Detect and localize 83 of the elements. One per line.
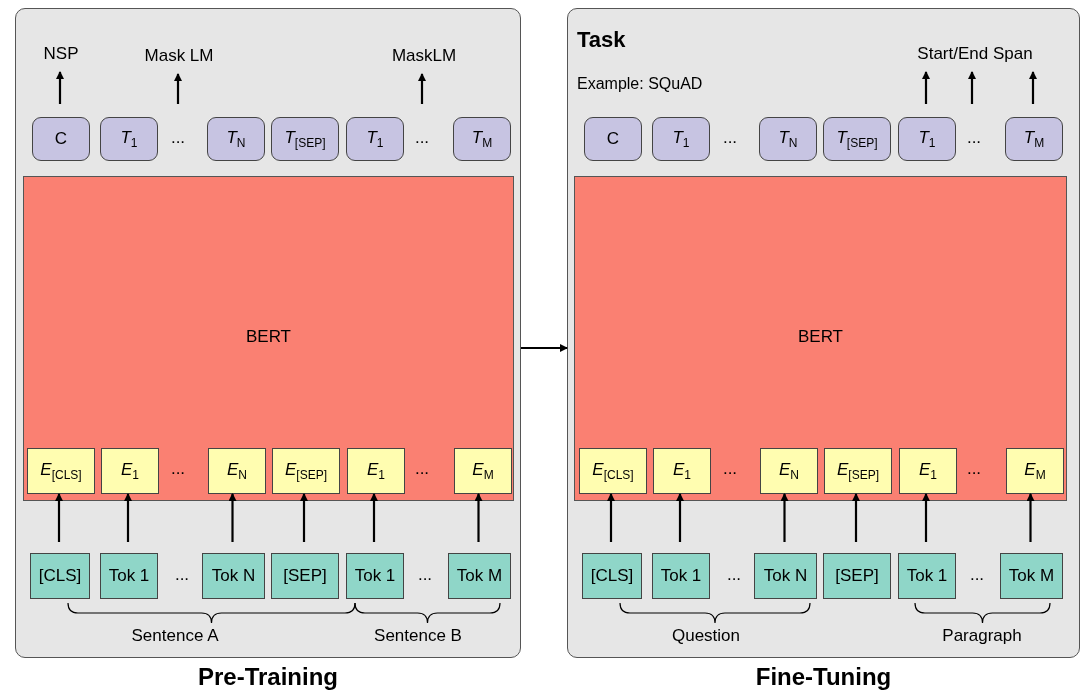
segment-label: Sentence A [131,626,219,646]
output-token: T$_{1}$ [346,117,404,161]
model-name: BERT [798,326,843,347]
input-token: Tok N [202,553,265,599]
ellipsis: ... [170,459,186,479]
model-name: BERT [246,326,291,347]
output-token: T$_{1}$ [652,117,710,161]
output-label: NSP [37,41,85,67]
arrow [607,493,615,542]
output-token: T$_{[SEP]}$ [823,117,891,161]
input-token: [SEP] [823,553,891,599]
example-note: Example: SQuAD [577,75,703,93]
arrow [55,493,63,542]
input-token: Tok M [1000,553,1063,599]
arrow [228,493,237,542]
output-token: C [32,117,90,161]
section-heading: Task [577,27,626,53]
output-token: T$_{1}$ [898,117,956,161]
embedding-token: E$_{M}$ [454,448,512,494]
output-token: T$_{M}$ [1005,117,1063,161]
arrow [370,493,378,542]
ellipsis: ... [722,459,738,479]
arrow [968,71,976,104]
segment-label: Question [672,626,740,646]
input-token: Tok M [448,553,511,599]
output-token: C [584,117,642,161]
embedding-token: E$_{1}$ [899,448,957,494]
ellipsis: ... [414,459,430,479]
output-token: T$_{[SEP]}$ [271,117,339,161]
ellipsis: ... [722,128,738,148]
arrow [124,493,132,542]
panel-title: Pre-Training [197,663,339,691]
ellipsis: ... [969,565,985,585]
arrow [780,493,789,542]
arrow [1029,71,1037,104]
input-token: Tok 1 [100,553,158,599]
arrow [676,493,684,542]
panel-title: Fine-Tuning [754,663,893,691]
arrow [852,493,860,542]
ellipsis: ... [170,128,186,148]
embedding-token: E$_{1}$ [101,448,159,494]
input-token: [CLS] [30,553,90,599]
ellipsis: ... [417,565,433,585]
ellipsis: ... [414,128,430,148]
input-token: [SEP] [271,553,339,599]
embedding-token: E$_{N}$ [208,448,266,494]
embedding-token: E$_{1}$ [347,448,405,494]
model-block [23,176,514,501]
embedding-token: E$_{N}$ [760,448,818,494]
arrow [922,71,930,104]
output-token: T$_{M}$ [453,117,511,161]
embedding-token: E$_{1}$ [653,448,711,494]
output-token: T$_{N}$ [759,117,817,161]
arrow [1026,493,1035,542]
input-token: [CLS] [582,553,642,599]
output-token: T$_{N}$ [207,117,265,161]
model-block [574,176,1067,501]
embedding-token: E$_{[CLS]}$ [579,448,647,494]
output-label: Start/End Span [906,41,1044,67]
embedding-token: E$_{[SEP]}$ [272,448,340,494]
arrow [474,493,483,542]
output-label: MaskLM [383,43,465,69]
input-token: Tok 1 [898,553,956,599]
ellipsis: ... [174,565,190,585]
embedding-token: E$_{[SEP]}$ [824,448,892,494]
output-token: T$_{1}$ [100,117,158,161]
arrow [174,73,182,104]
input-token: Tok 1 [652,553,710,599]
embedding-token: E$_{[CLS]}$ [27,448,95,494]
arrow [521,344,568,352]
input-token: Tok N [754,553,817,599]
arrow [922,493,930,542]
ellipsis: ... [966,128,982,148]
segment-label: Sentence B [374,626,462,646]
ellipsis: ... [726,565,742,585]
segment-label: Paragraph [942,626,1022,646]
output-label: Mask LM [133,43,225,69]
input-token: Tok 1 [346,553,404,599]
embedding-token: E$_{M}$ [1006,448,1064,494]
arrow [56,71,64,104]
arrow [300,493,308,542]
arrow [418,73,426,104]
ellipsis: ... [966,459,982,479]
